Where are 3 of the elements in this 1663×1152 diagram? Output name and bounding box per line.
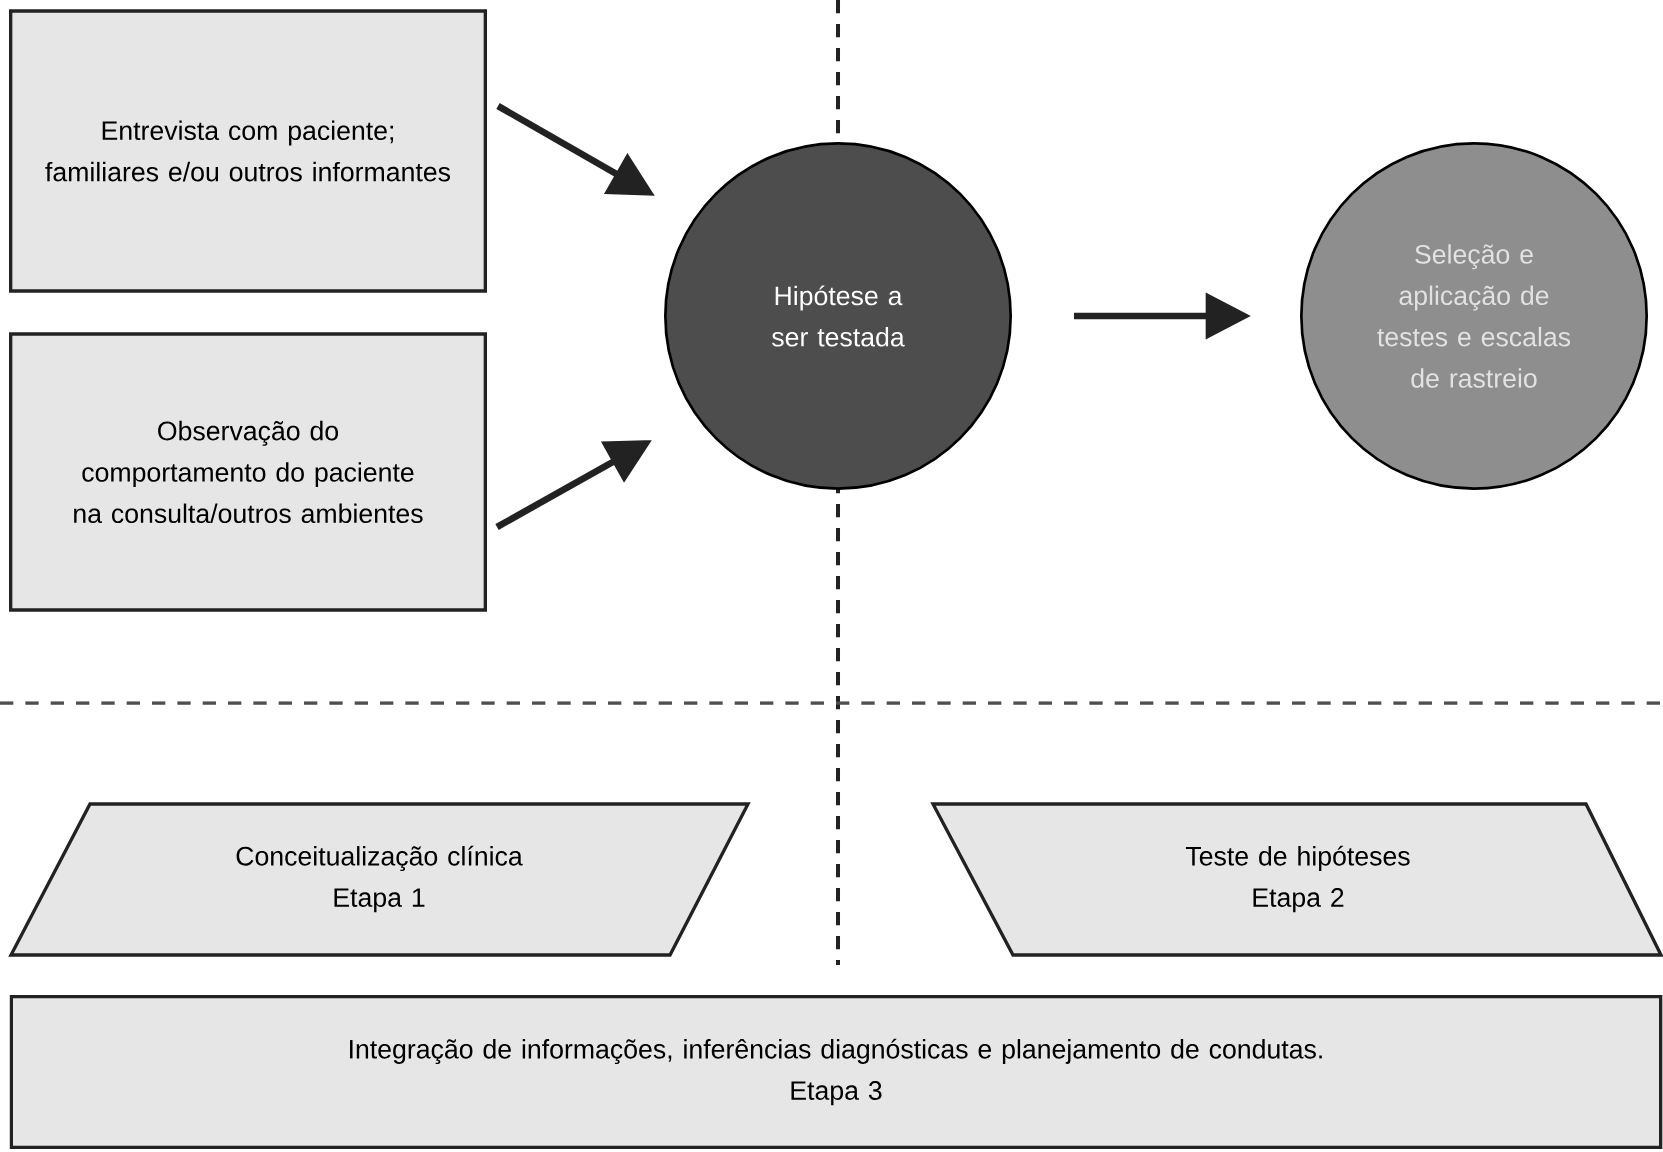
text-box: Entrevista com paciente; familiares e/ou outros informantes bbox=[9, 9, 487, 293]
text-box: Observação do comportamento do paciente na consulta/outros ambientes bbox=[9, 332, 487, 612]
stage-box: Integração de informações, inferências diagnósticas e planejamento de condutas. Etapa 3 bbox=[9, 995, 1663, 1149]
